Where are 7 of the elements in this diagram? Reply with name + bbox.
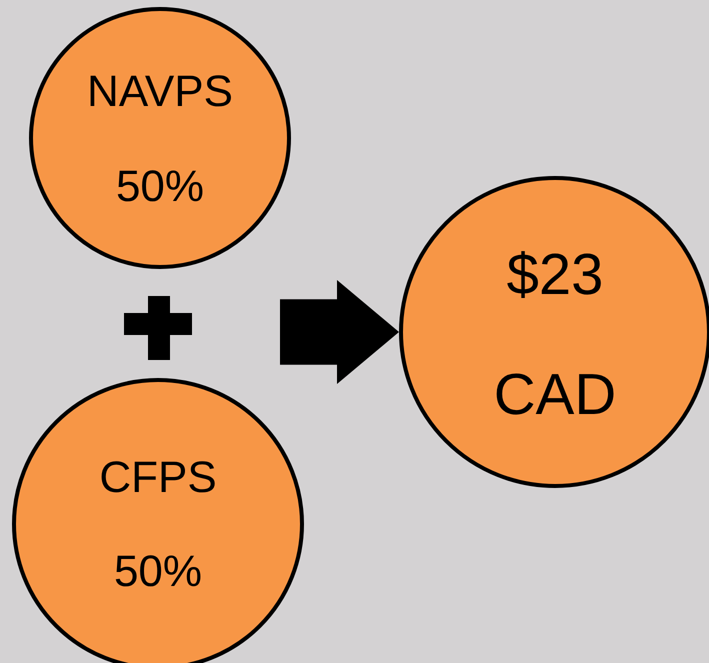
node-value: CAD: [492, 366, 618, 424]
node-label: CFPS: [98, 456, 218, 500]
block-arrow: [280, 280, 399, 384]
node-label: $23: [506, 246, 604, 304]
node-value: 50%: [114, 165, 206, 209]
node-label: NAVPS: [86, 70, 234, 114]
node-value: 50%: [112, 550, 204, 594]
